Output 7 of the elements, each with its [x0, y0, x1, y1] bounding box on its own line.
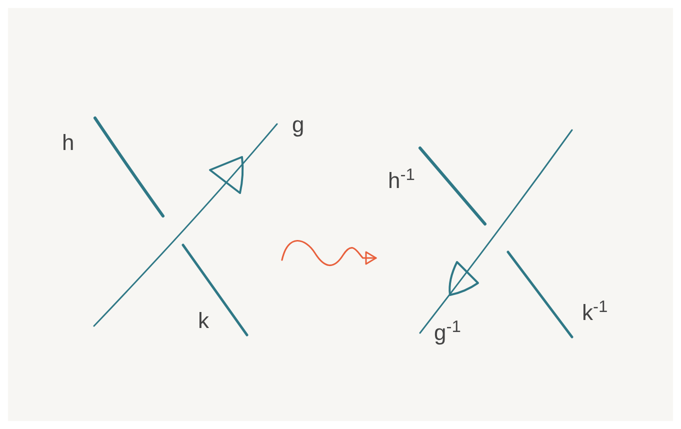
strand-label: g$^{-1}$	[434, 322, 461, 344]
strand-label: k	[198, 310, 209, 332]
strand-label: k$^{-1}$	[582, 302, 608, 324]
strand-label: g	[292, 114, 304, 136]
strand-label: h	[62, 132, 74, 154]
strand-label: h$^{-1}$	[388, 170, 415, 192]
squiggly-arrow	[281, 240, 377, 266]
